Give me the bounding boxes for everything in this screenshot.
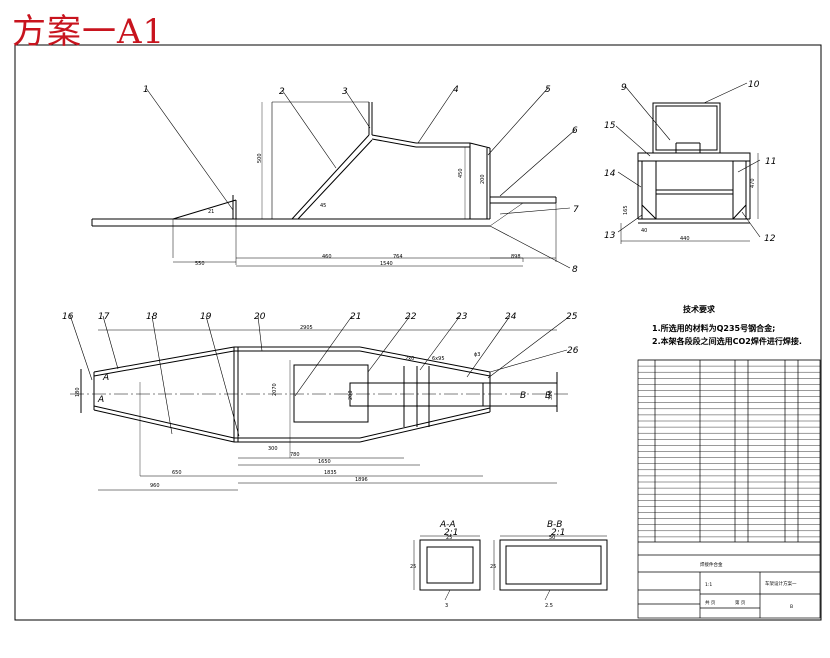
part-label-8: 8 [572,265,578,275]
plan-dim-11: 180 [75,387,81,397]
title-block-scale: 1:1 [705,582,712,588]
section-b-ratio: 2:1 [551,528,565,538]
elevation-dim-7: 450 [458,168,464,178]
elevation-dim-6: 200 [480,174,486,184]
section-b-label: B-B [547,520,562,530]
part-label-25: 25 [566,312,578,322]
elevation-dim-1: 500 [257,153,263,163]
plan-dim-5: 1650 [318,459,331,465]
part-label-17: 17 [98,312,110,322]
drawing-frame [14,44,822,621]
elevation-dim-3: 764 [393,254,403,260]
part-label-22: 22 [405,312,417,322]
plan-view [69,314,571,491]
part-label-20: 20 [254,312,266,322]
part-label-24: 24 [505,312,517,322]
plan-dim-9: 200 [348,390,354,400]
part-label-9: 9 [621,83,627,93]
end-view-dim-3: 165 [623,205,629,215]
title-block-sheet-left: 共 页 [705,599,716,606]
section-views [413,535,608,601]
part-label-11: 11 [765,157,776,167]
part-label-2: 2 [279,87,285,97]
part-label-12: 12 [764,234,776,244]
section-a-ratio: 2:1 [444,528,458,538]
plan-dim-1: 650 [172,470,182,476]
end-view-dim-1: 40 [641,228,647,234]
parts-list-rows [638,359,820,538]
section-a-label: A-A [439,520,456,530]
title-block-stamp: B [790,604,793,610]
part-label-21: 21 [350,312,361,322]
notes-line-1: 1.所选用的材料为Q235号钢合金; [652,323,775,333]
title-block-drawing-name: 车架设计方案一 [765,580,797,587]
part-label-3: 3 [342,87,348,97]
part-label-4: 4 [453,85,459,95]
title-block-sheet-right: 第 页 [735,599,746,606]
section-a-wall: 3 [445,603,448,609]
part-label-7: 7 [573,205,579,215]
cut-b-left: B [520,391,526,401]
plan-dim-14: ɸ3 [474,352,480,358]
part-label-19: 19 [200,312,212,322]
drawing-title: 方案一A1 [12,12,166,52]
plan-dim-10: 320 [548,390,554,400]
elevation-dim-4: 1540 [380,261,393,267]
side-elevation-view [91,87,576,269]
section-b-height: 25 [490,564,496,570]
elevation-dim-5: 898 [511,254,521,260]
part-label-18: 18 [146,312,158,322]
section-b-wall: 2.5 [545,603,553,609]
part-label-15: 15 [604,121,616,131]
plan-dim-6: 780 [290,452,300,458]
part-label-23: 23 [456,312,468,322]
end-view [615,82,761,244]
plan-dim-8: 2070 [272,383,278,396]
notes-line-2: 2.本架各段段之间选用CO2焊件进行焊接. [652,336,802,346]
end-view-dim-0: 440 [680,236,690,242]
part-label-1: 1 [143,85,149,95]
part-label-5: 5 [545,85,551,95]
plan-dim-0: 2905 [300,325,313,331]
cut-b-right: B [545,391,551,401]
plan-dim-7: 300 [268,446,278,452]
part-label-10: 10 [748,80,760,90]
elevation-dim-2: 460 [322,254,332,260]
elevation-dim-8: 21 [208,209,214,215]
elevation-dim-9: 45 [320,203,326,209]
elevation-dim-0: 550 [195,261,205,267]
section-a-width: 25 [446,535,452,541]
end-view-dim-2: 470 [750,178,756,188]
title-block-center: 焊接件合金 [700,561,723,568]
notes-heading: 技术要求 [683,304,716,314]
plan-dim-2: 960 [150,483,160,489]
section-a-height: 25 [410,564,416,570]
part-label-14: 14 [604,169,616,179]
part-label-16: 16 [62,312,74,322]
cut-a-left: A [97,395,104,405]
plan-dim-13: 2x0 [405,356,414,362]
plan-dim-4: 1835 [324,470,337,476]
part-label-26: 26 [567,346,579,356]
part-label-13: 13 [604,231,616,241]
plan-dim-12: 6x95 [432,356,445,362]
plan-dim-3: 1896 [355,477,368,483]
cut-a-right: A [102,373,109,383]
section-b-width: 50 [549,535,555,541]
part-label-6: 6 [572,126,578,136]
